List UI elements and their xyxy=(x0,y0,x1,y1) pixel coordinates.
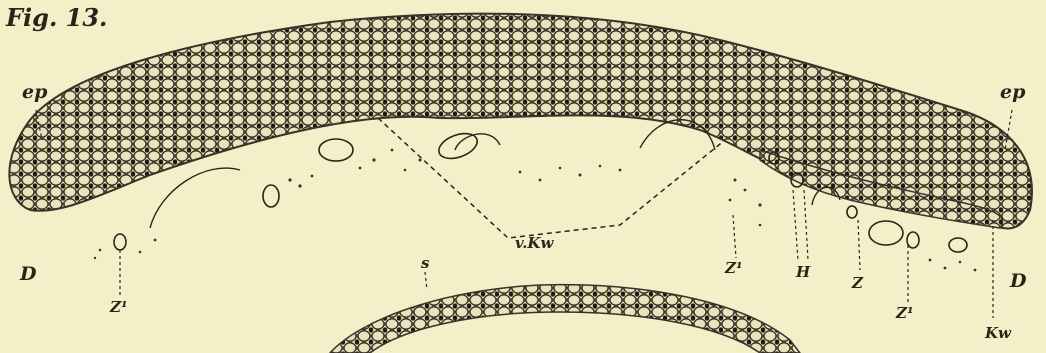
label-kw: Kw xyxy=(984,324,1012,342)
label-z: Z xyxy=(851,274,864,292)
label-vkw: v.Kw xyxy=(515,234,554,252)
label-z1-left: Z¹ xyxy=(109,298,128,316)
vkw-dashed-line xyxy=(378,118,725,238)
label-z1-mid: Z¹ xyxy=(724,259,743,277)
label-d-right: D xyxy=(1009,270,1027,292)
lower-section-band xyxy=(330,285,800,353)
figure-title: Fig. 13. xyxy=(5,3,107,32)
label-ep-left: ep xyxy=(22,81,48,103)
label-ep-right: ep xyxy=(1000,81,1026,103)
label-s: s xyxy=(421,254,430,272)
label-z1-right: Z¹ xyxy=(895,304,914,322)
label-h: H xyxy=(795,263,811,281)
label-d-left: D xyxy=(19,263,37,285)
